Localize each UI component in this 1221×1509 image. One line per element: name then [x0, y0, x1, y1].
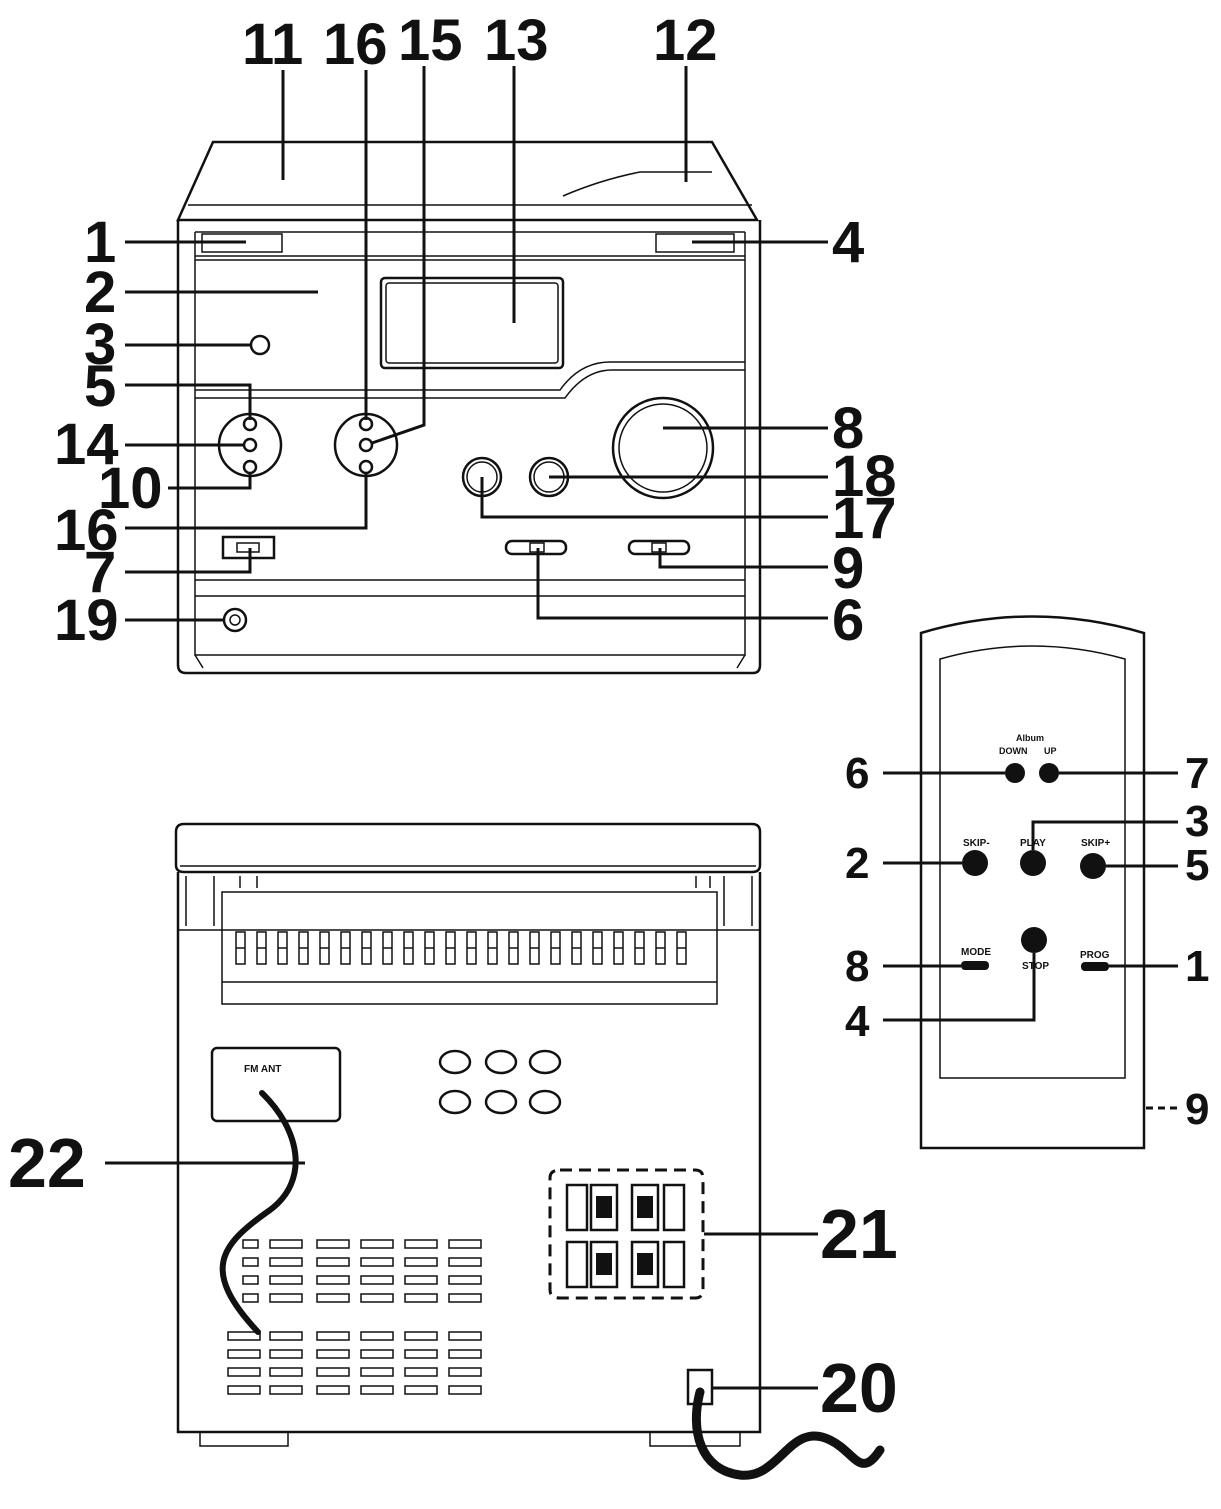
prog-label: PROG: [1080, 950, 1110, 961]
display-window: [379, 276, 565, 370]
remote-callout-3: 3: [1185, 797, 1209, 846]
mode-label: MODE: [961, 947, 991, 958]
volume-knob: [611, 396, 715, 500]
callout-21: 21: [820, 1195, 898, 1273]
remote-callout-7: 7: [1185, 749, 1209, 798]
speaker-terminals: [548, 1168, 705, 1300]
fm-antenna-wire: [219, 1090, 299, 1335]
stop-label: STOP: [1022, 961, 1049, 972]
album-up-button: [1039, 763, 1059, 783]
down-label: DOWN: [999, 746, 1028, 756]
terminal-grid: [565, 1183, 686, 1289]
mode-button: [961, 961, 989, 970]
prog-button: [1081, 962, 1109, 971]
play-button: [1020, 850, 1046, 876]
callout-8: 8: [832, 396, 864, 461]
callout-16-bottom: 16: [54, 498, 119, 563]
callout-10: 10: [98, 456, 163, 521]
vent-strip: [221, 891, 718, 1005]
callout-16-top: 16: [323, 12, 388, 77]
skip-minus-button: [962, 850, 988, 876]
callout-18: 18: [832, 444, 897, 509]
callout-5: 5: [84, 354, 116, 419]
callout-2: 2: [84, 260, 116, 325]
fm-antenna-box: [210, 1046, 342, 1123]
fm-ant-label: FM ANT: [244, 1064, 281, 1075]
callout-4: 4: [832, 210, 864, 275]
callout-9: 9: [832, 536, 864, 601]
callout-17: 17: [832, 486, 897, 551]
callout-7: 7: [84, 540, 116, 605]
callout-12: 12: [653, 8, 718, 73]
callout-22: 22: [8, 1124, 86, 1202]
slider-6: [504, 539, 568, 556]
rear-body: [176, 872, 762, 1434]
callout-11: 11: [242, 12, 303, 77]
callout-3: 3: [84, 312, 116, 377]
rear-lid: [174, 822, 762, 874]
stop-button: [1021, 927, 1047, 953]
album-label: Album: [1016, 733, 1044, 743]
remote-callout-5: 5: [1185, 841, 1209, 890]
remote-callout-8: 8: [845, 942, 869, 991]
remote-callout-2: 2: [845, 839, 869, 888]
top-lid: [176, 140, 760, 222]
remote-callout-6: 6: [845, 749, 869, 798]
skip-plus-button: [1080, 853, 1106, 879]
remote-callout-9: 9: [1185, 1085, 1209, 1134]
callout-20: 20: [820, 1349, 898, 1427]
middle-button-cluster: [333, 412, 399, 478]
remote-body: [919, 615, 1146, 1150]
callout-19: 19: [54, 588, 119, 653]
callout-1: 1: [84, 210, 116, 275]
remote-callout-1: 1: [1185, 942, 1209, 991]
remote-callout-4: 4: [845, 997, 870, 1046]
front-body: [176, 220, 762, 675]
callout-13: 13: [484, 8, 549, 73]
album-down-button: [1005, 763, 1025, 783]
callout-15: 15: [398, 8, 463, 73]
skip-plus-label: SKIP+: [1081, 838, 1110, 849]
callout-14: 14: [54, 412, 119, 477]
knob-3: [249, 334, 271, 356]
up-label: UP: [1044, 746, 1057, 756]
front-unit: 11 16 15 13 12 1 4 2 3 5 8 14 18 10 17 1…: [54, 8, 897, 675]
headphone-jack: [222, 607, 248, 633]
power-cord: [691, 1387, 885, 1480]
rear-unit: FM ANT: [8, 822, 898, 1480]
callout-6: 6: [832, 588, 864, 653]
remote-control: Album DOWN UP SKIP- PLAY SKIP+ MODE STOP…: [845, 615, 1209, 1150]
skip-minus-label: SKIP-: [963, 838, 990, 849]
